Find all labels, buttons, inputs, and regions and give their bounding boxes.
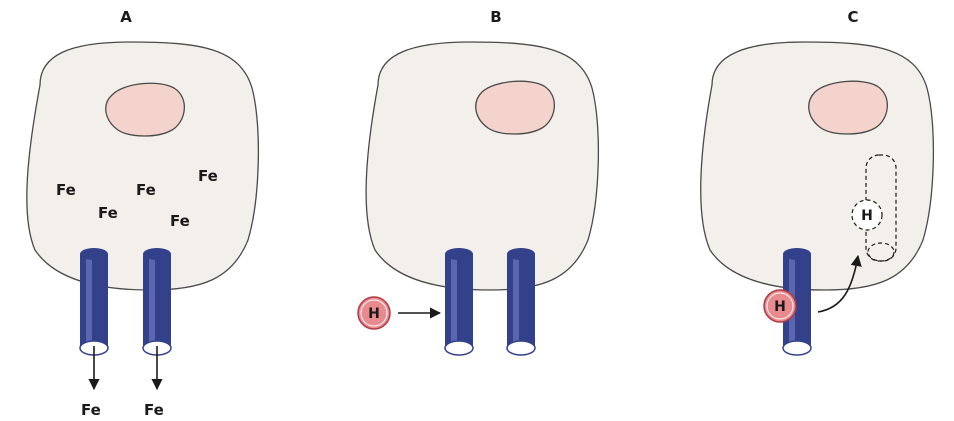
panel-a: A Fe Fe Fe Fe Fe Fe Fe bbox=[27, 8, 259, 419]
exported-iron-label: Fe bbox=[81, 401, 101, 419]
nucleus-c bbox=[809, 81, 888, 134]
cell-b bbox=[366, 42, 598, 290]
exported-iron-label: Fe bbox=[144, 401, 164, 419]
internalized-hepcidin-label: H bbox=[861, 208, 873, 224]
cell-a bbox=[27, 42, 259, 290]
hepcidin-molecule: H bbox=[358, 297, 390, 329]
panel-label-a: A bbox=[120, 8, 132, 26]
iron-label: Fe bbox=[198, 167, 218, 185]
hepcidin-label: H bbox=[368, 306, 380, 322]
panel-label-b: B bbox=[490, 8, 501, 26]
iron-label: Fe bbox=[98, 204, 118, 222]
iron-label: Fe bbox=[136, 181, 156, 199]
iron-label: Fe bbox=[170, 212, 190, 230]
cell-c bbox=[701, 42, 934, 290]
nucleus-a bbox=[106, 83, 185, 136]
panel-b: B H bbox=[358, 8, 598, 355]
iron-label: Fe bbox=[56, 181, 76, 199]
nucleus-b bbox=[476, 81, 555, 134]
panel-c: C H H bbox=[701, 8, 934, 355]
hepcidin-molecule: H bbox=[764, 290, 796, 322]
panel-label-c: C bbox=[847, 8, 858, 26]
hepcidin-label: H bbox=[774, 299, 786, 315]
